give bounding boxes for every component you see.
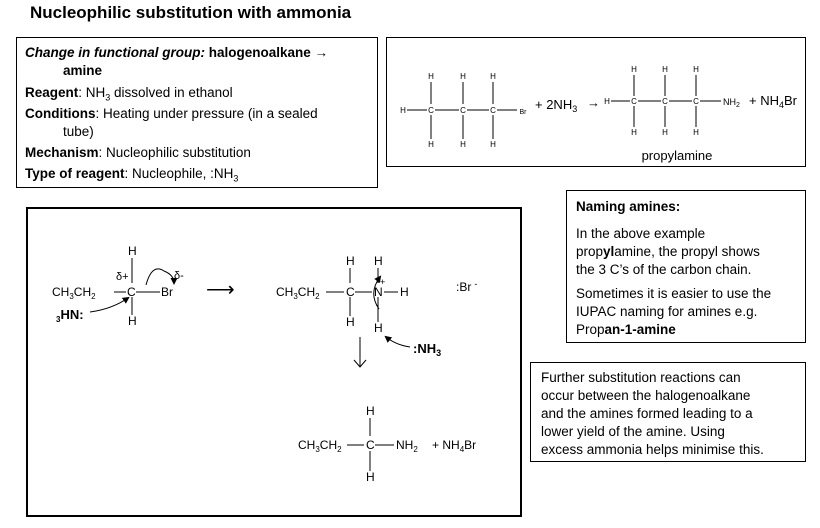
atom-h: H (374, 321, 383, 335)
reagent-type-line: Type of reagent: Nucleophile, :NH3 (25, 166, 239, 184)
info-box: Change in functional group: halogenoalka… (16, 37, 378, 188)
ch3ch2-group: CH3CH2 (276, 285, 320, 301)
atom-n: N (374, 285, 383, 299)
reaction-arrow: ⟶ (206, 279, 235, 301)
atom-c: C (662, 97, 668, 106)
atom-h: H (631, 65, 637, 74)
naming-para-1: In the above example propylamine, the pr… (576, 226, 760, 277)
amine-group: NH2 (723, 97, 740, 109)
reagent-line: Reagent: NH3 dissolved in ethanol (25, 85, 233, 103)
change-line-2: amine (63, 63, 103, 78)
atom-br: Br (520, 109, 528, 116)
atom-br: Br (161, 285, 173, 299)
atom-h: H (400, 285, 409, 299)
propylamine-equation: H H H H H H H C C C Br H H H H H H H C C… (400, 65, 798, 163)
plus-ammonia: + 2NH3 (535, 97, 577, 114)
delta-plus: δ+ (116, 271, 129, 283)
atom-c: C (490, 106, 496, 115)
atom-h: H (693, 65, 699, 74)
atom-h: H (374, 254, 383, 268)
mechanism-diagram: CH3CH2 C Br H H δ+ δ- 3HN: ⟶ CH3CH2 C N … (52, 244, 477, 484)
atom-h: H (693, 128, 699, 137)
atom-h: H (128, 244, 137, 258)
atom-h: H (460, 140, 466, 149)
ammonium-bromide: + NH4Br (749, 93, 798, 110)
product-chain: CH3CH2 (298, 438, 342, 454)
change-line: Change in functional group: halogenoalka… (25, 45, 329, 60)
naming-para-2: Sometimes it is easier to use the IUPAC … (576, 286, 772, 337)
atom-c: C (428, 106, 434, 115)
bromide-ion: :Br- (456, 279, 477, 294)
atom-h: H (662, 128, 668, 137)
ammonium-bromide: + NH4Br (432, 438, 476, 454)
mechanism-line: Mechanism: Nucleophilic substitution (25, 145, 251, 160)
atom-h: H (490, 140, 496, 149)
atom-c: C (366, 438, 375, 452)
ch3-group: CH3CH2 (52, 285, 96, 301)
conditions-line-2: tube) (63, 124, 94, 139)
atom-c: C (693, 97, 699, 106)
reaction-arrow: → (587, 95, 600, 110)
atom-c: C (346, 285, 355, 299)
atom-h: H (662, 65, 668, 74)
atom-c: C (631, 97, 637, 106)
atom-c: C (460, 106, 466, 115)
product-name: propylamine (642, 148, 713, 163)
conditions-line: Conditions: Heating under pressure (in a… (25, 106, 318, 121)
atom-h: H (366, 404, 375, 418)
delta-minus: δ- (174, 270, 184, 282)
page-title: Nucleophilic substitution with ammonia (30, 3, 352, 22)
further-text: Further substitution reactions can occur… (541, 370, 764, 457)
atom-h: H (346, 254, 355, 268)
attacking-ammonia: :NH3 (413, 341, 441, 358)
atom-h: H (400, 106, 406, 115)
atom-c: C (127, 285, 136, 299)
atom-h: H (428, 72, 434, 81)
atom-h: H (460, 72, 466, 81)
further-box: Further substitution reactions can occur… (530, 362, 806, 462)
mechanism-box: CH3CH2 C Br H H δ+ δ- 3HN: ⟶ CH3CH2 C N … (26, 207, 522, 517)
naming-heading: Naming amines: (576, 199, 681, 214)
naming-box: Naming amines: In the above example prop… (566, 190, 806, 343)
atom-h: H (366, 470, 375, 484)
atom-h: H (128, 314, 137, 328)
atom-h: H (604, 97, 610, 106)
positive-charge: + (380, 277, 385, 287)
equation-box: H H H H H H H C C C Br H H H H H H H C C… (386, 37, 806, 167)
ammonia-nucleophile: 3HN: (56, 307, 84, 324)
amine-group: NH2 (396, 438, 418, 454)
atom-h: H (346, 315, 355, 329)
atom-h: H (428, 140, 434, 149)
atom-h: H (490, 72, 496, 81)
atom-h: H (631, 128, 637, 137)
